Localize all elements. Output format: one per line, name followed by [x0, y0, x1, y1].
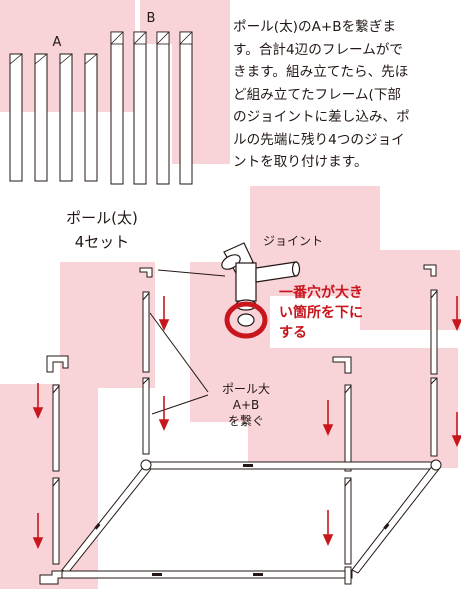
direction-arrows — [32, 296, 461, 549]
instruction-text: ポール(太)のA+Bを繋ぎま す。合計4辺のフレームがで きます。組み立てたら、… — [233, 16, 461, 174]
joint-note-line-1: 一番穴が大き — [279, 284, 363, 301]
joint-note-line-2: い箇所を下に — [279, 304, 363, 321]
label-b: B — [147, 11, 156, 26]
instruction-line-4: ど組み立てたフレーム(下部 — [233, 86, 402, 103]
connect-label-line-2: A+B — [233, 398, 260, 412]
pole-count: 4セット — [75, 233, 130, 251]
instruction-line-2: す。合計4辺のフレームがで — [233, 41, 404, 58]
connect-label-line-1: ポール大 — [222, 382, 270, 396]
instruction-line-3: きます。組み立てたら、先ほ — [233, 64, 409, 80]
vertical-poles — [46, 264, 438, 565]
instruction-line-7: ントを取り付けます。 — [233, 154, 368, 170]
joint-label: ジョイント — [263, 234, 323, 248]
label-a: A — [53, 35, 62, 50]
joint-note-line-3: する — [279, 325, 307, 341]
joint-illustration — [221, 242, 301, 311]
instruction-line-5: のジョイントに差し込み、ポ — [233, 109, 410, 125]
joint-note: 一番穴が大き い箇所を下に する — [279, 284, 363, 341]
frame-tick-marks — [94, 464, 390, 576]
base-frame — [39, 459, 442, 585]
leader-lines — [149, 269, 226, 415]
instruction-line-6: ルの先端に残り4つのジョイ — [233, 131, 405, 148]
connect-label-line-3: を繋ぐ — [228, 413, 264, 428]
poles-b — [110, 31, 193, 185]
joint-bottom-hole-marker — [224, 301, 268, 339]
pole-name: ポール(太) — [66, 209, 138, 227]
poles-a — [9, 53, 98, 182]
instruction-line-1: ポール(太)のA+Bを繋ぎま — [233, 19, 396, 35]
